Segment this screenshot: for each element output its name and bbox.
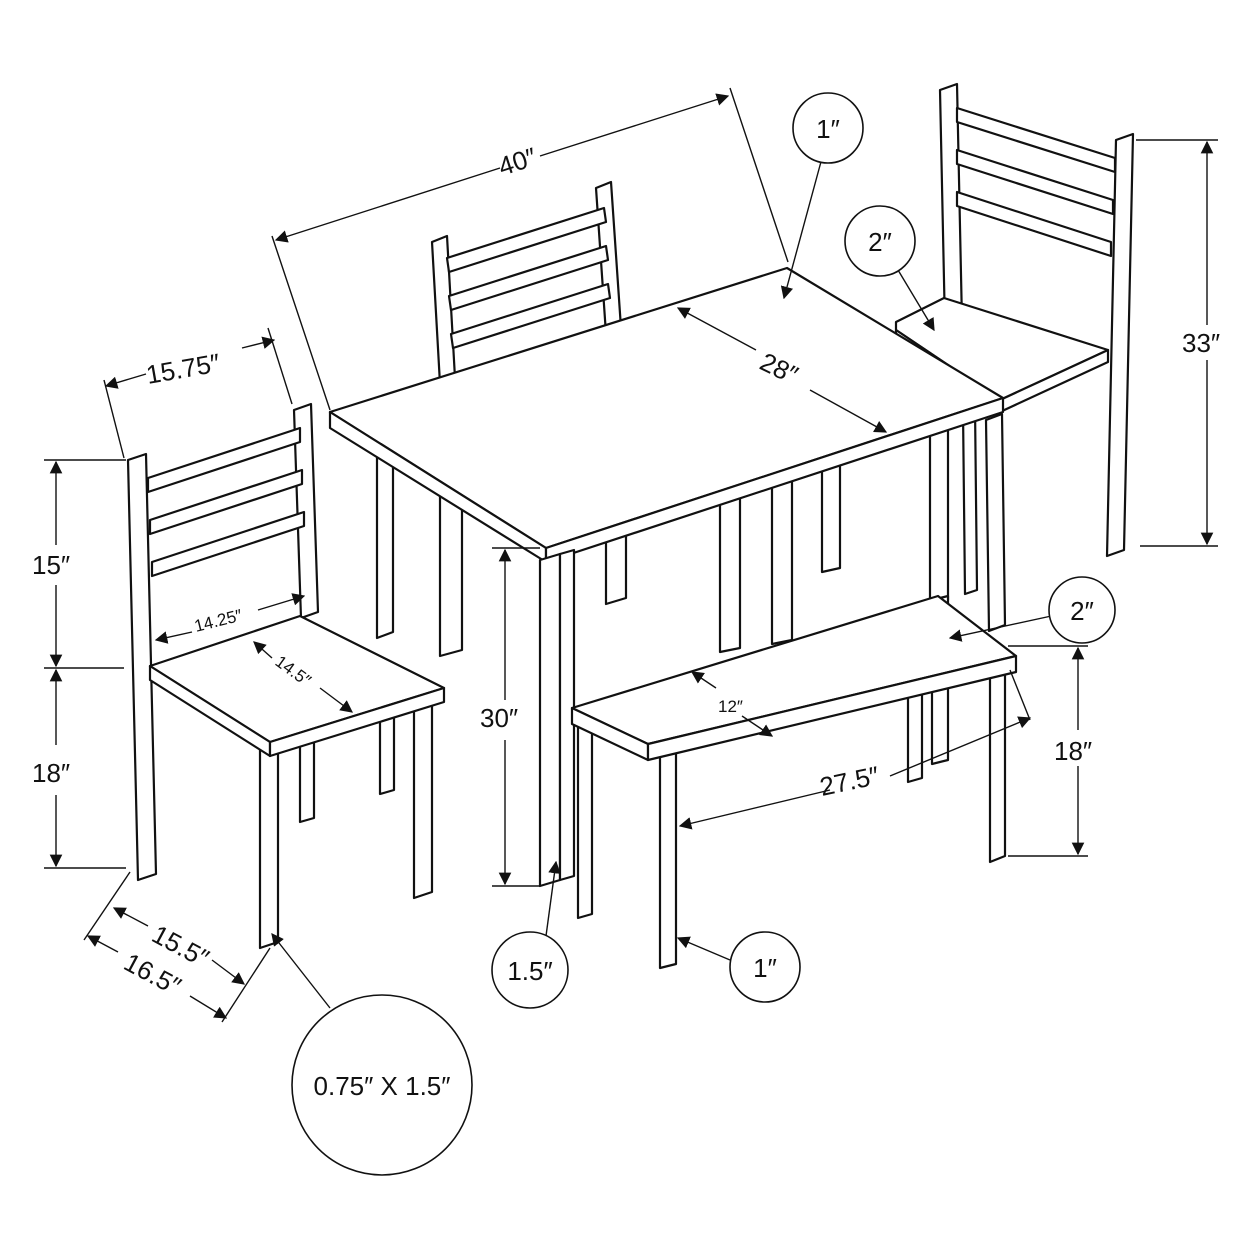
callout-bench-leg: 1″ xyxy=(729,931,801,1003)
callout-chair-leg: 0.75″ X 1.5″ xyxy=(291,994,473,1176)
label-chair-seat-height: 18″ xyxy=(32,758,70,788)
callout-bench-seat: 2″ xyxy=(1048,576,1116,644)
back-chair xyxy=(430,180,623,386)
callout-chair-seat: 2″ xyxy=(844,205,916,277)
label-bench-height: 18″ xyxy=(1054,736,1092,766)
callout-table-top: 1″ xyxy=(792,92,864,164)
svg-text:1″: 1″ xyxy=(753,953,777,983)
label-chair-seat-width: 14.25″ xyxy=(192,606,244,636)
table xyxy=(328,266,1005,888)
svg-text:0.75″ X 1.5″: 0.75″ X 1.5″ xyxy=(314,1071,451,1101)
svg-text:2″: 2″ xyxy=(1070,596,1094,626)
bench xyxy=(570,594,1018,970)
dimension-lines xyxy=(44,87,1218,1023)
svg-text:1.5″: 1.5″ xyxy=(507,956,552,986)
front-left-chair xyxy=(126,402,446,950)
svg-text:1″: 1″ xyxy=(816,114,840,144)
callout-table-leg: 1.5″ xyxy=(491,931,569,1009)
label-chair-top-width: 15.75″ xyxy=(144,347,222,389)
label-chair-height: 33″ xyxy=(1182,328,1220,358)
label-chair-back-height: 15″ xyxy=(32,550,70,580)
label-bench-depth: 12″ xyxy=(718,697,743,716)
svg-text:2″: 2″ xyxy=(868,227,892,257)
label-table-height: 30″ xyxy=(480,703,518,733)
label-table-length: 40″ xyxy=(495,141,541,181)
label-bench-length: 27.5″ xyxy=(817,760,882,802)
